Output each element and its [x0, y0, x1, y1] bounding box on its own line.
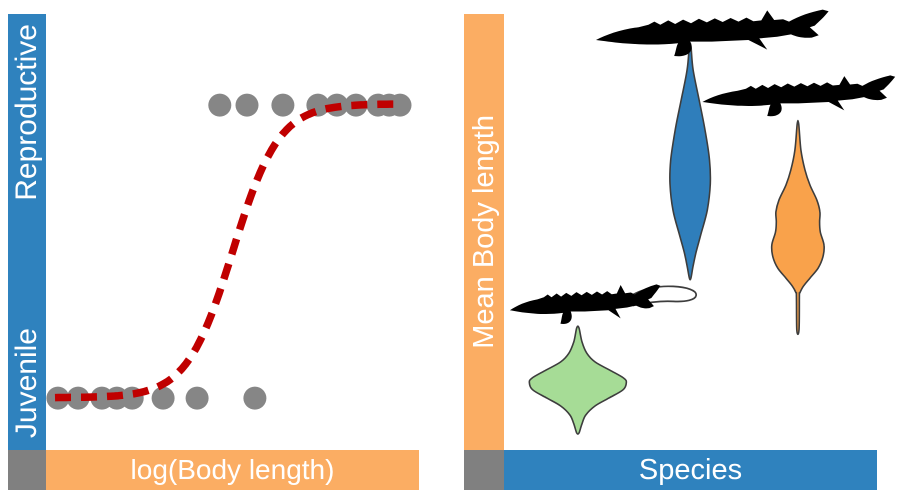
data-point: [243, 386, 267, 410]
data-point: [151, 386, 175, 410]
violin-blue: [669, 42, 712, 281]
data-point: [388, 93, 412, 117]
data-point: [185, 386, 209, 410]
logistic-fit-curve: [54, 100, 402, 402]
x-label-species: Species: [638, 453, 743, 486]
x-label-log-body-length: log(Body length): [130, 454, 335, 485]
left-axis-corner: [8, 450, 46, 490]
sturgeon-icon-orange: [702, 75, 896, 117]
data-point: [271, 93, 295, 117]
right-x-axis-bar: Species: [504, 450, 877, 490]
scatter-points: [46, 93, 412, 410]
left-x-axis-bar: log(Body length): [46, 450, 419, 490]
violin-orange: [770, 119, 825, 336]
violin-green: [528, 325, 628, 435]
right-y-axis-bar: Mean Body length: [464, 14, 504, 450]
left-y-axis-bar: Reproductive Juvenile: [8, 14, 46, 450]
fit-curve-path: [54, 100, 402, 402]
data-point: [235, 93, 259, 117]
sturgeon-icon-blue: [595, 9, 829, 57]
sturgeon-icon-green: [509, 284, 696, 325]
data-point: [208, 93, 232, 117]
violin-shapes: [528, 42, 825, 435]
right-axis-corner: [464, 450, 504, 490]
data-point: [66, 386, 90, 410]
